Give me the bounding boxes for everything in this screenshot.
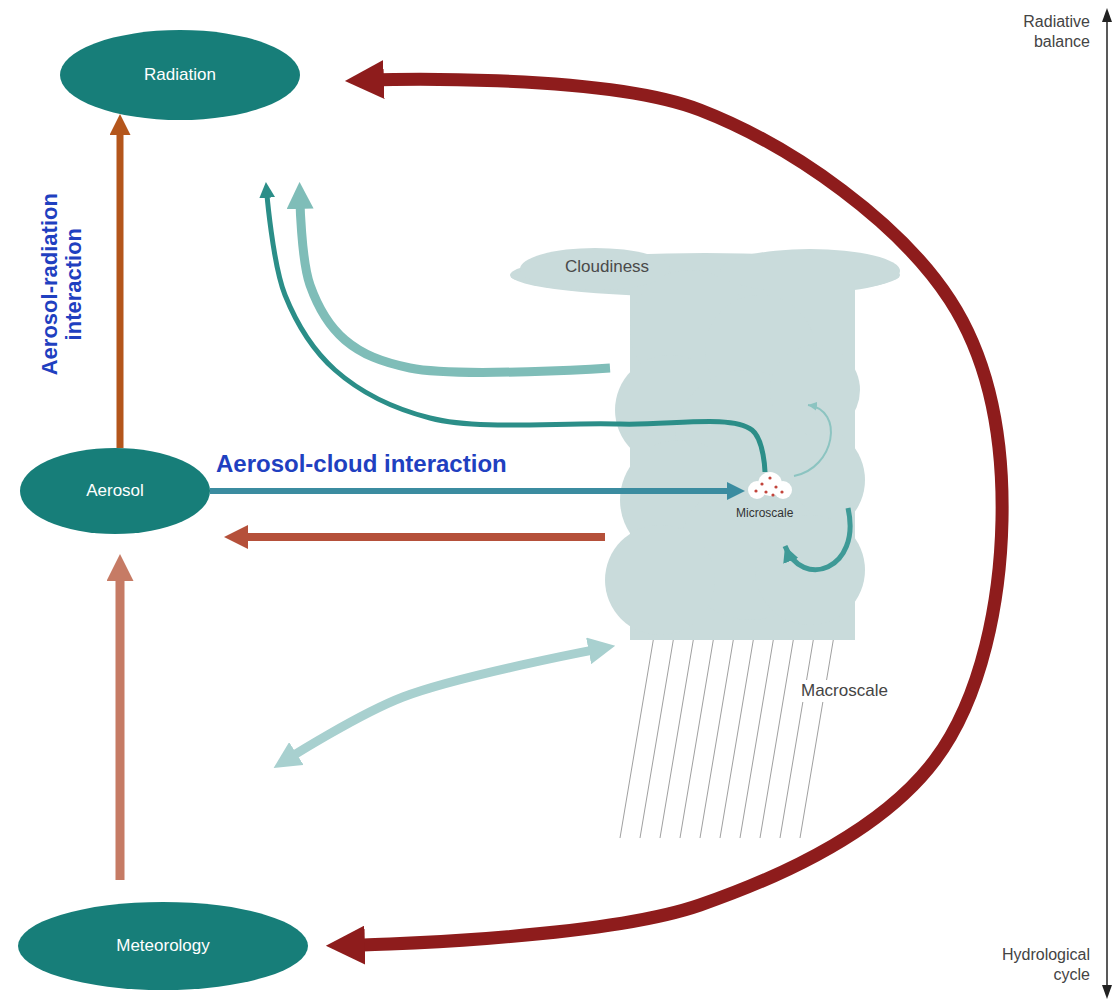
aerosol-radiation-arrow	[117, 127, 124, 448]
aerosol-ellipse: Aerosol	[20, 448, 210, 534]
ellipse-fill	[18, 902, 308, 990]
cloudiness-label: Cloudiness	[565, 257, 649, 277]
node-label: Meteorology	[116, 936, 210, 956]
feedback-loop	[794, 405, 831, 476]
meteorology-cloud-arrow	[287, 649, 599, 759]
node-label: Aerosol	[86, 481, 144, 501]
feedback-loop	[785, 508, 850, 570]
cloud-aerosol-arrow	[238, 533, 605, 541]
cloud-shape	[510, 240, 930, 840]
aerosol-cloud-arrow	[210, 488, 734, 494]
cloud-illustration: CloudinessMicroscaleMacroscale	[510, 240, 930, 840]
ellipse-fill	[20, 448, 210, 534]
meteorology-aerosol-arrow	[116, 570, 125, 880]
axis-label: Radiative balance	[990, 12, 1090, 52]
microscale-label: Microscale	[736, 506, 793, 520]
droplet-blob	[748, 472, 792, 499]
meteorology-ellipse: Meteorology	[18, 902, 308, 990]
axis-label: Hydrological cycle	[975, 945, 1090, 985]
cloud-body	[510, 248, 900, 640]
macroscale-label: Macroscale	[798, 680, 891, 702]
radiation-hydrology-arc	[349, 79, 1002, 945]
interaction-label: Aerosol-radiation interaction	[38, 154, 86, 414]
node-label: Radiation	[144, 65, 216, 85]
ellipse-fill	[60, 30, 300, 120]
interaction-label: Aerosol-cloud interaction	[216, 451, 507, 477]
radiation-ellipse: Radiation	[60, 30, 300, 120]
